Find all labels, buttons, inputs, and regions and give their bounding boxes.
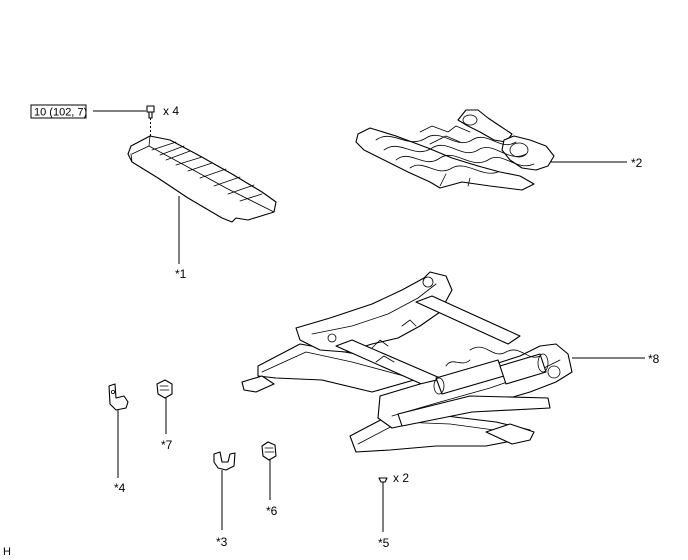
adjuster-gear [547, 365, 561, 379]
adjuster-pivot-upper [422, 276, 434, 288]
spring-wire-1 [375, 135, 517, 145]
adjuster-left-rail-edge [261, 351, 405, 377]
part-1-track-cover: *1 [127, 135, 277, 281]
adjuster-left-link-plate [295, 271, 453, 353]
clip-6-body [261, 441, 277, 461]
adjuster-motor-slide-cap [537, 353, 549, 373]
adjuster-left-link-edge [311, 283, 437, 335]
bolt-shank [148, 111, 153, 119]
spring-roll-end-upper [462, 114, 478, 126]
clip-5-head [378, 477, 388, 483]
bracket-3-body [213, 451, 236, 471]
cover-ribs [151, 141, 263, 202]
spring-back-bar-upper [457, 109, 513, 143]
torque-spec-box [30, 104, 87, 119]
part-3-bracket: *3 [213, 451, 236, 549]
seat-track-bolt: x 4 [146, 104, 179, 140]
clip-7-body [156, 379, 173, 399]
adjuster-wire-harness [445, 346, 541, 367]
part-8-seat-adjuster: *8 [241, 271, 660, 453]
adjuster-left-rail-end [241, 375, 275, 393]
adjuster-motor-lifter-cap [433, 377, 445, 395]
part-4-bracket: *4 [108, 383, 129, 495]
part-2-spring-assembly: *2 [355, 109, 643, 191]
part-3-callout: *3 [216, 535, 228, 549]
adjuster-pivot-left [327, 333, 337, 343]
cover-ridge [148, 145, 275, 213]
bracket-4-hole [111, 389, 116, 394]
part-2-callout: *2 [631, 156, 643, 170]
bracket-4-body [108, 383, 129, 411]
spring-wire-3 [395, 154, 535, 167]
spring-hooks [419, 125, 471, 187]
part-4-callout: *4 [114, 481, 126, 495]
clip-7-detail [159, 385, 170, 391]
spring-wire-4 [409, 164, 499, 174]
cover-body [127, 135, 277, 223]
bolt-quantity: x 4 [163, 104, 179, 118]
corner-code: H [3, 546, 11, 558]
part-7-callout: *7 [161, 438, 173, 452]
torque-spec-text: 10 (102, 7) [34, 107, 87, 119]
spring-roll-right [501, 135, 555, 171]
spring-wire-2 [383, 145, 527, 157]
adjuster-motor-slide [499, 353, 547, 385]
part-6-clip: *6 [261, 441, 278, 518]
spring-roll-end [509, 142, 529, 158]
adjuster-right-rail-edge [357, 421, 525, 445]
adjuster-right-rail-end [485, 423, 535, 445]
part-6-callout: *6 [266, 504, 278, 518]
adjuster-cross-tube-rear [415, 295, 521, 345]
clip-6-detail [264, 447, 275, 453]
adjuster-brackets [371, 319, 417, 363]
bolt-head [146, 105, 155, 113]
part-5-clip: x 2 *5 [378, 471, 409, 550]
torque-spec-callout: 10 (102, 7) [30, 104, 146, 119]
clip-quantity: x 2 [393, 471, 409, 485]
part-7-clip: *7 [156, 379, 173, 452]
part-1-callout: *1 [175, 267, 187, 281]
spring-base-frame [355, 127, 535, 191]
adjuster-slide-motor-bar [397, 395, 551, 427]
part-5-callout: *5 [378, 536, 390, 550]
part-8-callout: *8 [648, 352, 660, 366]
